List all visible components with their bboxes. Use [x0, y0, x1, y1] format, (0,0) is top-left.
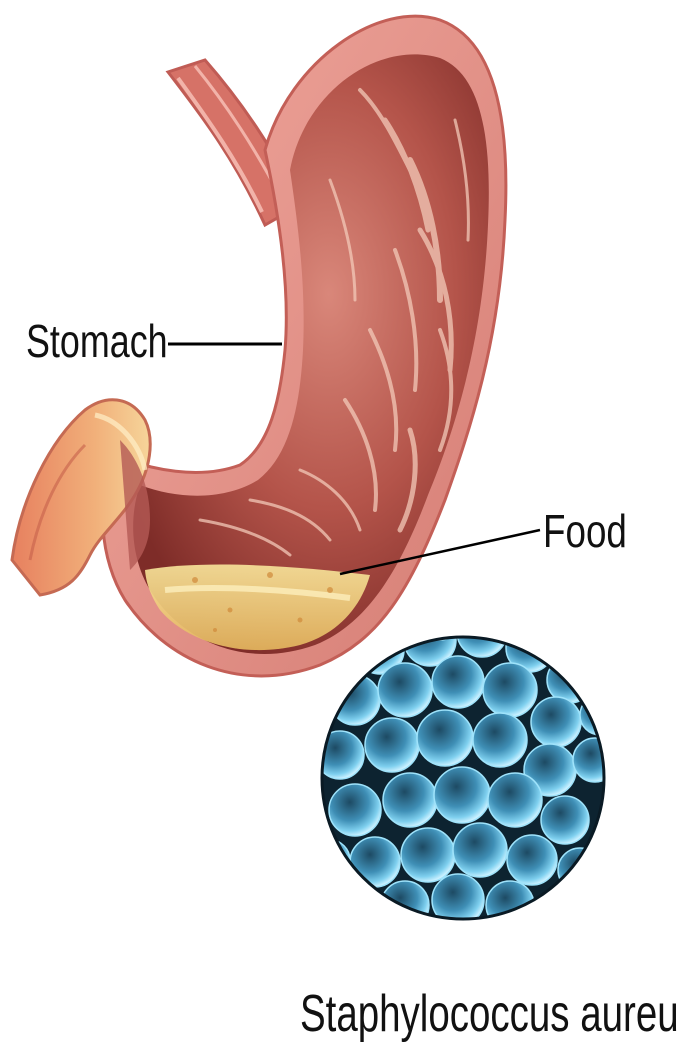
bacterium-cell	[507, 835, 557, 885]
bacterium-cell	[541, 796, 589, 844]
bacterium-cell	[330, 675, 380, 725]
bacterium-cell	[365, 718, 419, 772]
food-label: Food	[543, 508, 627, 554]
bacterium-cell	[488, 773, 542, 827]
bacterium-cell	[533, 893, 577, 937]
bacterium-cell	[383, 773, 437, 827]
bacterium-cell	[453, 823, 507, 877]
bacterium-cell	[432, 656, 484, 708]
bacterium-cell	[310, 840, 350, 880]
bacterium-cell	[473, 713, 527, 767]
bacterium-cell	[531, 697, 581, 747]
bacterium-cell	[350, 837, 400, 887]
bacterium-cell	[483, 663, 537, 717]
bacterium-cell	[420, 600, 460, 640]
bacterium-cell	[401, 828, 455, 882]
bacterium-cell	[457, 607, 507, 657]
bacterium-cell	[417, 710, 473, 766]
bacterium-cell	[580, 695, 620, 735]
bacterium-cell	[573, 738, 617, 782]
bacterium-cell	[434, 767, 490, 823]
bacterium-cell	[453, 918, 497, 962]
bacterium-cell	[547, 657, 593, 703]
bacteria-label: Staphylococcus aureus	[300, 988, 679, 1040]
bacteria-micrograph	[310, 600, 620, 962]
bacterium-cell	[378, 663, 432, 717]
stomach-label: Stomach	[26, 318, 168, 364]
bacterium-cell	[329, 784, 381, 836]
